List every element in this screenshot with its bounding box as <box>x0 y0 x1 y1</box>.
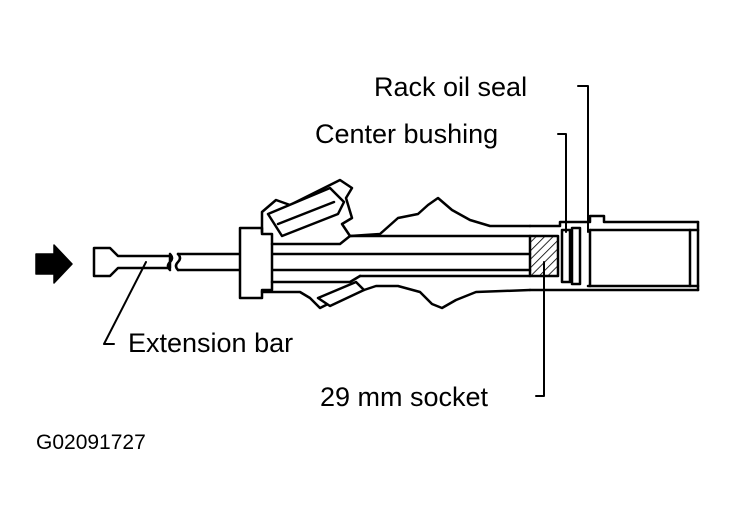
label-rack-oil-seal: Rack oil seal <box>374 72 528 102</box>
label-center-bushing: Center bushing <box>315 119 499 149</box>
extension-bar <box>92 246 532 278</box>
label-29mm-socket: 29 mm socket <box>320 382 489 412</box>
steering-gear-housing <box>238 178 532 310</box>
center-bushing <box>560 226 582 286</box>
leader-lines <box>103 85 589 397</box>
right-arrow-icon <box>35 244 73 284</box>
figure-code: G02091727 <box>36 431 146 454</box>
label-extension-bar: Extension bar <box>128 328 294 358</box>
rack-tube <box>528 214 700 292</box>
